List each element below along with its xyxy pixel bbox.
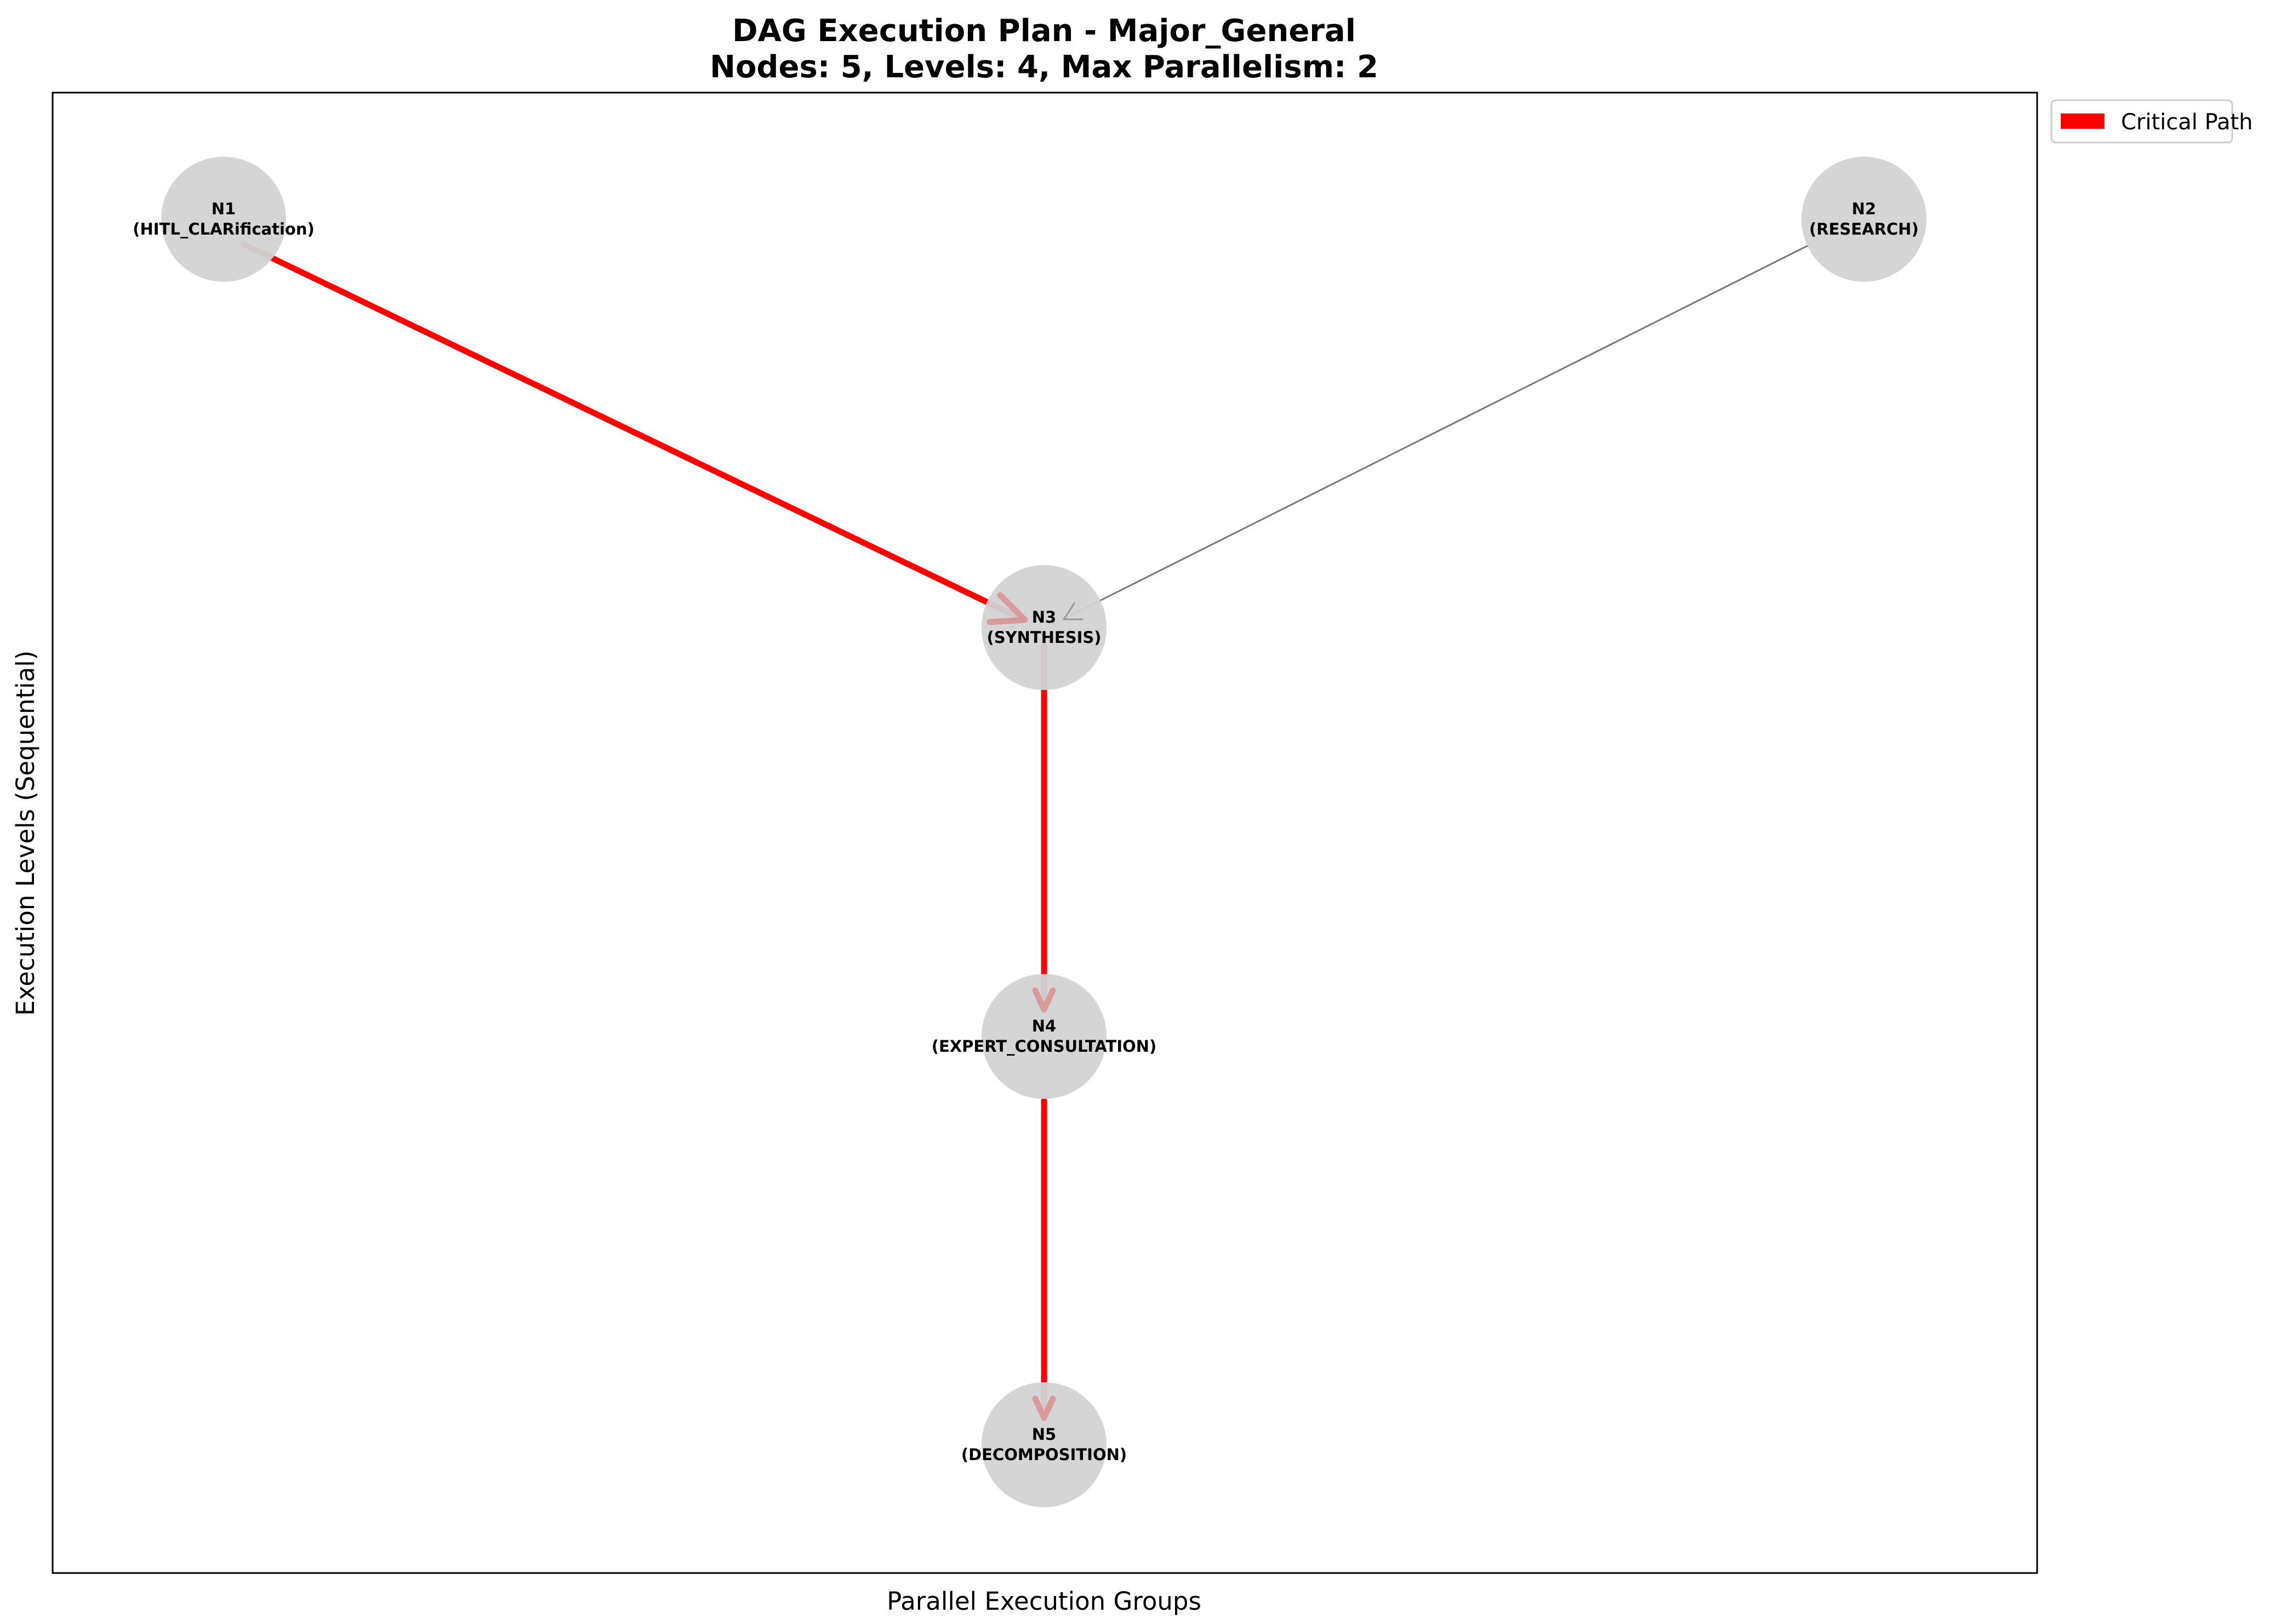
node-n4-id: N4: [1032, 1017, 1056, 1035]
chart-title-line-2: Nodes: 5, Levels: 4, Max Parallelism: 2: [710, 49, 1378, 85]
legend-label-critical-path: Critical Path: [2121, 110, 2253, 135]
node-n4[interactable]: N4 (EXPERT_CONSULTATION): [932, 974, 1157, 1099]
edge-layer: [241, 241, 1811, 1416]
node-n5[interactable]: N5 (DECOMPOSITION): [961, 1382, 1127, 1507]
chart-title-line-1: DAG Execution Plan - Major_General: [732, 13, 1356, 49]
node-n1-id: N1: [212, 200, 236, 218]
node-n1[interactable]: N1 (HITL_CLARification): [133, 157, 315, 282]
edge-n1-n3: [241, 241, 1023, 621]
legend-box: [2050, 99, 2233, 144]
node-n3-id: N3: [1032, 608, 1056, 626]
arrowhead-n3-n4: [1032, 987, 1056, 1013]
legend-swatch-critical-path: [2061, 113, 2105, 129]
node-n3-circle: [982, 565, 1107, 690]
node-n3-type: (SYNTHESIS): [986, 628, 1101, 647]
node-n1-circle: [161, 157, 286, 282]
node-n1-type: (HITL_CLARification): [133, 220, 314, 238]
node-layer: N1 (HITL_CLARification) N2 (RESEARCH) N3…: [133, 157, 1926, 1507]
arrowhead-n1-n3: [986, 592, 1028, 625]
node-n2-type: (RESEARCH): [1809, 220, 1919, 238]
node-n5-type: (DECOMPOSITION): [961, 1445, 1127, 1464]
node-n5-circle: [982, 1382, 1107, 1507]
legend: Critical Path: [2050, 99, 2253, 144]
node-n4-circle: [982, 974, 1107, 1099]
arrowhead-n2-n3: [1063, 602, 1084, 620]
arrowhead-layer: [986, 592, 1084, 1421]
node-n2-circle: [1801, 157, 1926, 282]
x-axis-label: Parallel Execution Groups: [887, 1587, 1201, 1616]
node-n2-id: N2: [1852, 200, 1876, 218]
node-n3[interactable]: N3 (SYNTHESIS): [982, 565, 1107, 690]
node-n4-type: (EXPERT_CONSULTATION): [932, 1037, 1157, 1056]
arrowhead-n4-n5: [1032, 1395, 1056, 1421]
node-n5-id: N5: [1032, 1425, 1056, 1444]
node-n2[interactable]: N2 (RESEARCH): [1801, 157, 1926, 282]
y-axis-label: Execution Levels (Sequential): [11, 651, 40, 1016]
edge-n2-n3: [1065, 243, 1811, 619]
